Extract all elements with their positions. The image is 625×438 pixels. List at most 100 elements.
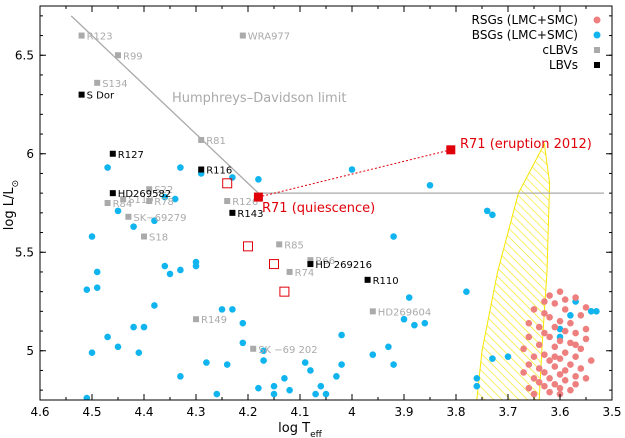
bsg-point-47 — [338, 361, 345, 368]
rsg-point-7 — [541, 310, 548, 317]
x-tick-label-8: 3.8 — [446, 405, 465, 419]
y-axis-label: log L/L⊙ — [2, 180, 21, 230]
bsg-point-31 — [239, 339, 247, 347]
bsg-point-52 — [369, 351, 377, 358]
bsg-point-34 — [203, 359, 210, 366]
clbv-label-5: S22 — [154, 185, 173, 196]
rsg-point-13 — [551, 323, 559, 331]
clbv-point-13 — [307, 257, 314, 264]
clbv-point-17 — [250, 345, 257, 352]
bsg-point-68 — [556, 325, 564, 333]
bsg-point-69 — [567, 311, 574, 319]
rsg-point-20 — [525, 333, 533, 341]
lbv-point-3 — [109, 190, 116, 197]
x-tick-label-0: 4.6 — [30, 405, 49, 419]
rsg-point-50 — [551, 380, 559, 388]
clbv-label-1: R99 — [123, 51, 143, 62]
bsg-point-14 — [151, 302, 158, 309]
bsg-point-54 — [405, 294, 413, 301]
bsg-point-2 — [130, 223, 137, 230]
bsg-point-66 — [504, 353, 512, 360]
clbv-point-15 — [369, 308, 376, 315]
r71-connector — [258, 149, 451, 198]
rsg-point-56 — [546, 388, 553, 396]
rsg-point-23 — [567, 339, 574, 347]
legend-marker-0 — [593, 16, 601, 24]
r71-eruption-point — [446, 145, 456, 155]
r71-eruption-label: R71 (eruption 2012) — [460, 137, 592, 152]
bsg-point-42 — [312, 390, 319, 398]
legend-marker-1 — [593, 31, 601, 39]
clbv-point-6 — [120, 196, 127, 203]
clbv-point-10 — [125, 213, 132, 220]
rsg-point-53 — [556, 384, 564, 392]
clbv-point-12 — [276, 241, 283, 248]
open-square-0 — [222, 178, 233, 189]
bsg-point-10 — [166, 270, 174, 278]
clbv-label-12: R85 — [284, 240, 304, 251]
rsg-point-26 — [520, 345, 527, 353]
rsg-point-37 — [551, 363, 559, 370]
clbv-label-15: HD269604 — [378, 307, 431, 318]
rsg-point-15 — [582, 325, 590, 333]
rsg-point-41 — [541, 369, 548, 376]
clbv-label-10: SK−69279 — [133, 213, 186, 224]
clbv-point-14 — [286, 268, 293, 275]
rsg-point-0 — [556, 288, 564, 295]
bsg-point-9 — [161, 262, 169, 270]
bsg-point-23 — [171, 195, 179, 203]
bsg-point-61 — [483, 207, 491, 215]
x-tick-label-6: 4 — [348, 405, 356, 419]
open-square-3 — [279, 286, 290, 297]
bsg-point-43 — [317, 382, 325, 390]
rsg-point-29 — [541, 351, 548, 358]
rsg-point-27 — [577, 345, 585, 353]
clbv-label-17: SK −69 202 — [258, 345, 317, 356]
rsg-point-10 — [556, 317, 564, 325]
rsg-point-12 — [567, 319, 574, 327]
bsg-point-45 — [307, 367, 314, 374]
bsg-point-37 — [255, 384, 262, 392]
rsg-point-11 — [525, 319, 533, 327]
lbv-label-1: R127 — [118, 150, 144, 161]
bsg-point-56 — [411, 321, 418, 329]
y-tick-label-0: 5 — [26, 344, 34, 358]
rsg-point-59 — [541, 298, 548, 305]
rsg-point-35 — [567, 361, 574, 368]
bsg-point-72 — [593, 308, 600, 315]
bsg-point-35 — [223, 361, 231, 368]
clbv-point-5 — [146, 186, 153, 193]
lbv-label-3: HD269582 — [118, 189, 171, 200]
rsg-point-46 — [530, 375, 538, 382]
hatched-region — [476, 142, 551, 400]
lbv-label-6: R110 — [373, 276, 399, 287]
bsg-point-5 — [83, 286, 91, 293]
rsg-point-1 — [546, 292, 553, 299]
rsg-point-28 — [561, 349, 569, 357]
clbv-point-16 — [193, 316, 199, 323]
bsg-point-48 — [333, 373, 340, 380]
bsg-point-15 — [140, 323, 148, 331]
bsg-point-44 — [322, 390, 330, 398]
x-tick-label-7: 3.9 — [394, 405, 413, 419]
rsg-point-24 — [535, 341, 543, 349]
rsg-point-5 — [582, 304, 590, 311]
lbv-point-0 — [78, 91, 85, 98]
x-tick-label-2: 4.4 — [134, 405, 153, 419]
r71-quiescence-label: R71 (quiescence) — [262, 201, 375, 216]
lbv-point-6 — [364, 276, 371, 283]
x-tick-label-5: 4.1 — [290, 405, 309, 419]
rsg-point-38 — [535, 365, 543, 372]
rsg-point-6 — [561, 306, 569, 313]
clbv-label-3: S134 — [102, 79, 127, 90]
clbv-label-0: R123 — [87, 32, 113, 43]
legend-label-2: cLBVs — [542, 43, 578, 57]
rsg-point-54 — [525, 384, 533, 392]
rsg-point-32 — [556, 355, 564, 362]
rsg-point-48 — [561, 377, 569, 384]
clbv-label-2: WRA977 — [248, 32, 290, 43]
lbv-point-1 — [109, 150, 116, 157]
bsg-point-70 — [587, 308, 595, 315]
rsg-point-30 — [530, 353, 538, 360]
